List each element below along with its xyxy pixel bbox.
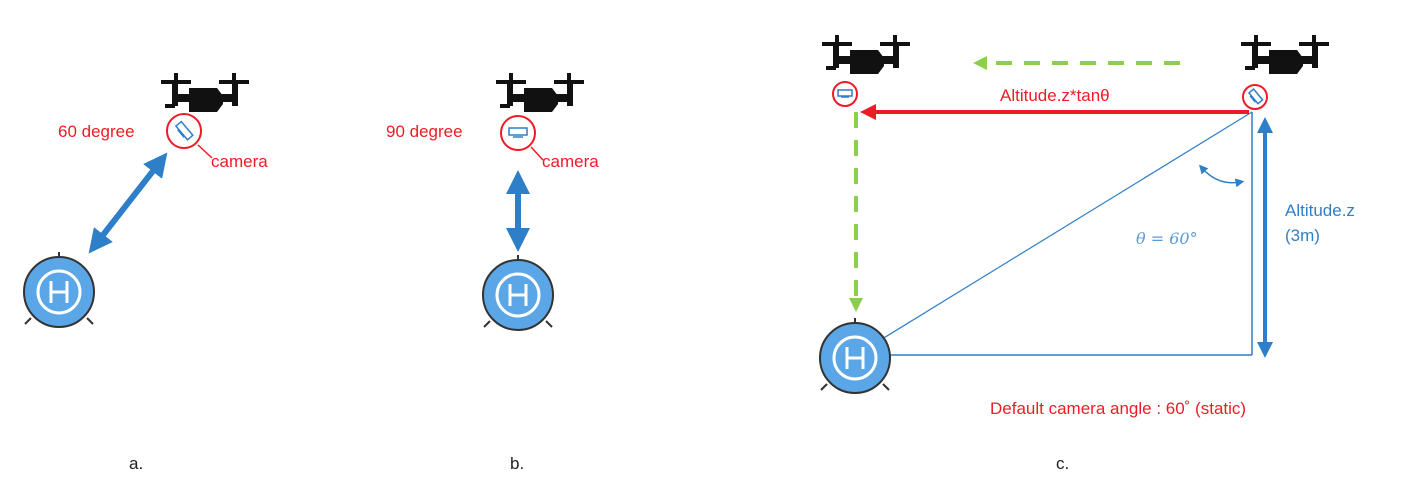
caption-c: c. bbox=[1056, 454, 1069, 473]
caption-b: b. bbox=[510, 454, 524, 473]
drone-icon bbox=[161, 73, 249, 112]
default-angle-note: Default camera angle : 60˚ (static) bbox=[990, 399, 1246, 418]
theta-label: θ = 60° bbox=[1136, 229, 1198, 248]
distance-arrow bbox=[88, 152, 168, 254]
camera-icon bbox=[166, 113, 202, 149]
helipad-icon bbox=[481, 253, 555, 332]
camera-icon bbox=[1242, 84, 1268, 110]
panel-b: 90 degree camera b. bbox=[386, 73, 599, 473]
camera-label: camera bbox=[211, 152, 268, 171]
drone-icon bbox=[1241, 35, 1329, 74]
camera-pointer-line bbox=[530, 146, 544, 161]
panel-a: 60 degree camera a. bbox=[22, 73, 268, 473]
line-of-sight bbox=[855, 111, 1253, 356]
camera-icon bbox=[500, 115, 536, 151]
drone-icon bbox=[822, 35, 910, 74]
helipad-icon bbox=[22, 250, 96, 329]
angle-label: 60 degree bbox=[58, 122, 135, 141]
altitude-value: (3m) bbox=[1285, 226, 1320, 245]
camera-lens-icon bbox=[1247, 88, 1264, 105]
camera-icon bbox=[832, 81, 858, 107]
camera-pointer-line bbox=[197, 144, 213, 159]
camera-lens-icon bbox=[508, 127, 528, 138]
camera-label: camera bbox=[542, 152, 599, 171]
camera-lens-icon bbox=[837, 89, 853, 98]
horizontal-distance-label: Altitude.z*tanθ bbox=[1000, 86, 1110, 105]
angle-arc bbox=[1199, 164, 1245, 188]
caption-a: a. bbox=[129, 454, 143, 473]
altitude-label: Altitude.z bbox=[1285, 201, 1355, 220]
angle-label: 90 degree bbox=[386, 122, 463, 141]
drone-icon bbox=[496, 73, 584, 112]
camera-lens-icon bbox=[174, 120, 194, 141]
helipad-icon bbox=[818, 316, 892, 395]
panel-c: Altitude.z*tanθ Altitude.z (3m) θ = 60° … bbox=[818, 35, 1355, 473]
